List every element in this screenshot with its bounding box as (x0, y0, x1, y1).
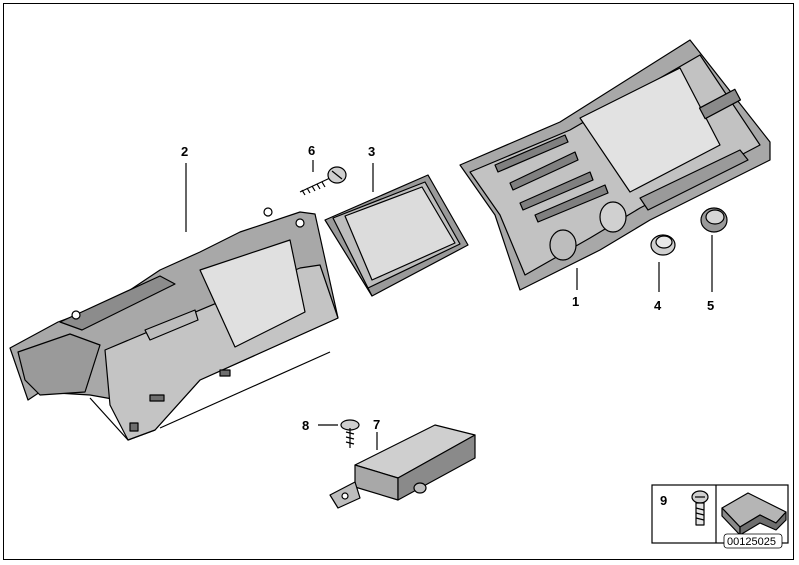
part-6-screw[interactable] (299, 166, 347, 196)
part-9-screw[interactable] (691, 490, 709, 526)
part-1-control-panel[interactable] (459, 39, 771, 291)
part-3-display[interactable] (324, 174, 469, 297)
callout-4: 4 (654, 298, 662, 313)
callout-1: 1 (572, 294, 579, 309)
part-7-module[interactable] (329, 424, 476, 509)
callout-6: 6 (308, 143, 315, 158)
part-2-housing[interactable] (9, 207, 339, 441)
callout-5: 5 (707, 298, 714, 313)
callout-7: 7 (373, 417, 380, 432)
part-4-knob[interactable] (650, 234, 676, 256)
callout-8: 8 (302, 418, 309, 433)
part-8-screw[interactable] (340, 419, 360, 448)
callout-2: 2 (181, 144, 188, 159)
diagram-frame (3, 3, 794, 560)
reference-arrow-icon (721, 492, 787, 536)
callout-3: 3 (368, 144, 375, 159)
document-number: 00125025 (727, 536, 776, 548)
part-5-knob[interactable] (700, 207, 728, 233)
document-number-box (723, 533, 783, 549)
leader-lines (185, 160, 713, 450)
callout-9: 9 (660, 493, 667, 508)
